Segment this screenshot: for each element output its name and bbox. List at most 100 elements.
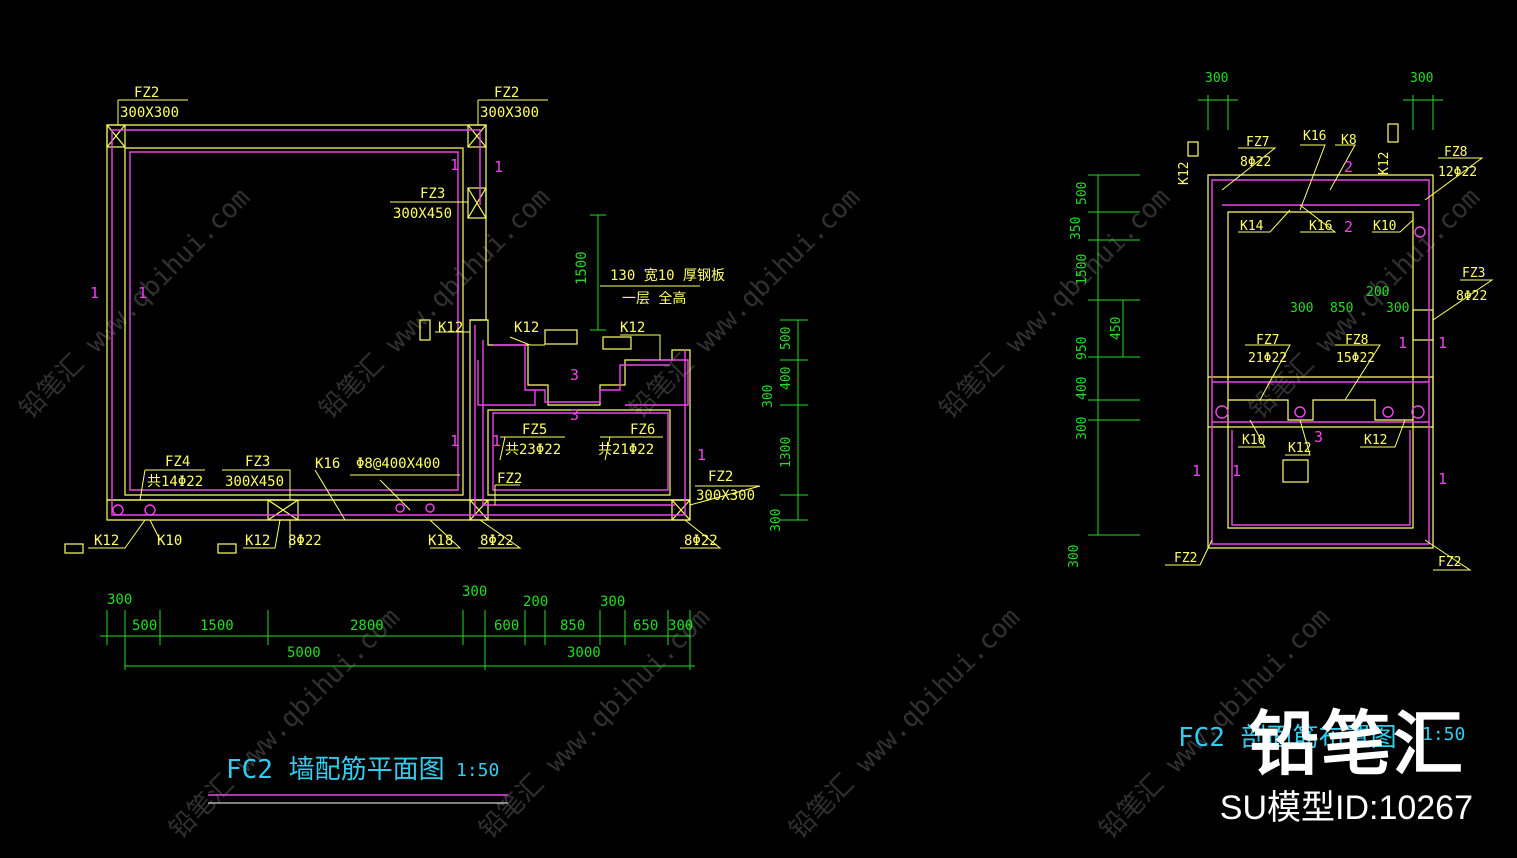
column-size: 300X300: [480, 105, 539, 121]
dimension: 300: [1290, 301, 1313, 316]
section-mark: 1: [138, 284, 147, 302]
brand-watermark: 铅笔汇: [1249, 705, 1465, 783]
note-line: 130 宽10 厚钢板: [610, 267, 725, 284]
section-label: K12: [1377, 152, 1392, 175]
plan-scale: 1:50: [456, 760, 499, 781]
rebar-label: K12: [438, 320, 463, 336]
dimension: 500: [132, 618, 157, 634]
column-label: FZ6: [630, 422, 655, 438]
dimension: 200: [523, 594, 548, 610]
watermark-text: 铅笔汇 www.qbihui.com: [784, 603, 1026, 845]
section-mark: 1: [1192, 462, 1201, 480]
dimension: 300: [769, 509, 784, 532]
column-size: 300X450: [225, 474, 284, 490]
note-height: 1500: [574, 251, 590, 285]
dimension: 1300: [779, 437, 794, 468]
section-label: K12: [1364, 433, 1387, 448]
rebar-label: K12: [620, 320, 645, 336]
section-label: K16: [1303, 129, 1326, 144]
dimension: 300: [668, 618, 693, 634]
watermark-text: 铅笔汇 www.qbihui.com: [474, 603, 716, 845]
column-label: FZ3: [420, 186, 445, 202]
model-id-watermark: SU模型ID:10267: [1219, 789, 1473, 827]
dimension: 850: [560, 618, 585, 634]
dimension: 450: [1109, 317, 1124, 340]
section-mark: 2: [1344, 218, 1353, 236]
dimension: 2800: [350, 618, 384, 634]
watermark-text: 铅笔汇 www.qbihui.com: [934, 183, 1176, 425]
dimension: 950: [1075, 337, 1090, 360]
dimension: 1500: [200, 618, 234, 634]
dimension: 5000: [287, 645, 321, 661]
rebar-label: K12: [514, 320, 539, 336]
dimension: 3000: [567, 645, 601, 661]
rebar-bars: 8Φ22: [684, 533, 718, 549]
dimension: 1500: [1075, 254, 1090, 285]
dimension: 350: [1069, 217, 1084, 240]
section-label: 12Φ22: [1438, 165, 1477, 180]
section-label: 8Φ22: [1456, 289, 1487, 304]
section-title: FC2 剖面筋布置图: [1178, 723, 1397, 753]
section-mark: 1: [1398, 334, 1407, 352]
column-bars: 共14Φ22: [147, 474, 203, 490]
column-size: 300X450: [393, 206, 452, 222]
note-line: 一层 全高: [622, 290, 686, 307]
section-label: FZ3: [1462, 266, 1485, 281]
dimension: 500: [1075, 182, 1090, 205]
dimension: 600: [494, 618, 519, 634]
dimension: 300: [761, 385, 776, 408]
dimension: 300: [107, 592, 132, 608]
column-label: FZ2: [708, 469, 733, 485]
section-mark: 3: [570, 366, 579, 384]
section-label: FZ2: [1438, 555, 1461, 570]
column-label: FZ2: [134, 85, 159, 101]
dimension: 300: [1386, 301, 1409, 316]
rebar-label: K10: [157, 533, 182, 549]
column-label: FZ5: [522, 422, 547, 438]
column-label: FZ3: [245, 454, 270, 470]
dimension: 300: [600, 594, 625, 610]
section-mark: 3: [1314, 428, 1323, 446]
section-label: K12: [1288, 441, 1311, 456]
dimension: 300: [462, 584, 487, 600]
section-label: FZ8: [1444, 145, 1467, 160]
rebar-bars: 8Φ22: [480, 533, 514, 549]
section-mark: 1: [697, 446, 706, 464]
section-label: 21Φ22: [1248, 351, 1287, 366]
rebar-spec: Φ8@400X400: [356, 456, 440, 472]
column-size: 300X300: [696, 488, 755, 504]
dimension: 500: [779, 327, 794, 350]
dimension: 300: [1067, 545, 1082, 568]
dimension: 200: [1366, 285, 1389, 300]
rebar-label: K18: [428, 533, 453, 549]
watermark-text: 铅笔汇 www.qbihui.com: [164, 603, 406, 845]
section-label: K12: [1177, 162, 1192, 185]
section-mark: 1: [450, 156, 459, 174]
dimension: 300: [1410, 71, 1433, 86]
section-label: FZ7: [1256, 333, 1279, 348]
section-label: K16: [1309, 219, 1332, 234]
column-size: 300X300: [120, 105, 179, 121]
section-label: 8Φ22: [1240, 155, 1271, 170]
dimension: 400: [779, 367, 794, 390]
column-label: FZ2: [494, 85, 519, 101]
dimension: 300: [1205, 71, 1228, 86]
column-bars: 共23Φ22: [505, 442, 561, 458]
section-mark: 1: [90, 284, 99, 302]
section-label: 15Φ22: [1336, 351, 1375, 366]
dimension: 650: [633, 618, 658, 634]
dimension: 300: [1075, 417, 1090, 440]
rebar-label: K12: [245, 533, 270, 549]
section-mark: 2: [1344, 158, 1353, 176]
column-label: FZ2: [497, 471, 522, 487]
section-view: 300 300 500 350 1500 950 400 300 300 450…: [1067, 71, 1494, 753]
section-label: K10: [1373, 219, 1396, 234]
watermark-text: 铅笔汇 www.qbihui.com: [14, 183, 256, 425]
column-bars: 共21Φ22: [598, 442, 654, 458]
plan-title: FC2 墙配筋平面图: [226, 755, 445, 785]
section-label: FZ2: [1174, 551, 1197, 566]
section-label: FZ8: [1345, 333, 1368, 348]
section-mark: 1: [494, 158, 503, 176]
watermark-text: 铅笔汇 www.qbihui.com: [1244, 183, 1486, 425]
